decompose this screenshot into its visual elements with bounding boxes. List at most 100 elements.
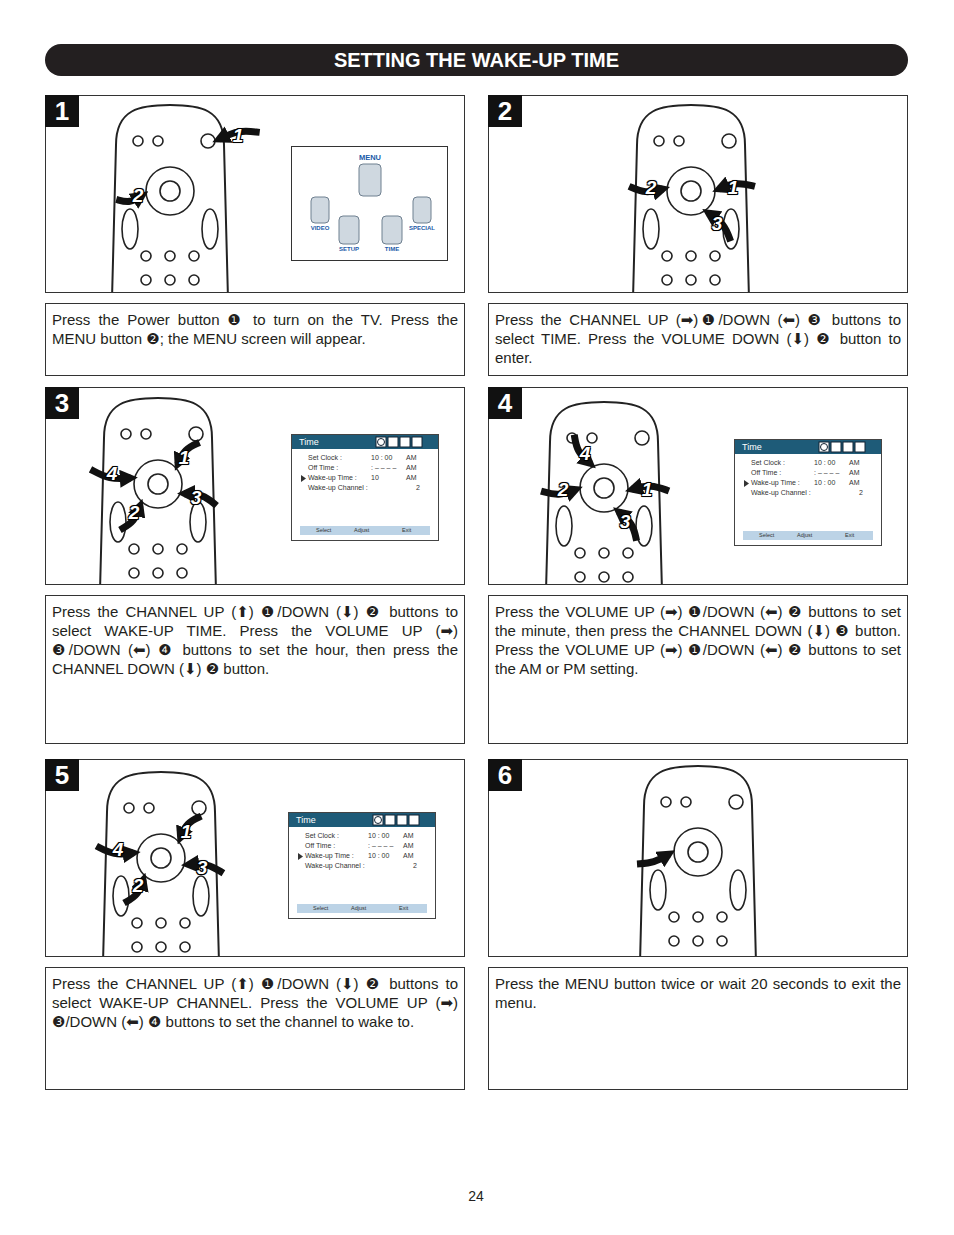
screen-text: AM bbox=[406, 474, 417, 482]
screen-text: 10 : 00 bbox=[814, 479, 835, 487]
remote-button bbox=[141, 429, 151, 439]
menu-item: SETUP bbox=[339, 246, 359, 252]
screen-text: AM bbox=[403, 842, 414, 850]
header-icon bbox=[388, 437, 398, 447]
header-icon bbox=[376, 437, 386, 447]
remote-button bbox=[129, 568, 139, 578]
panel-illustration bbox=[489, 760, 907, 956]
callout-number: 2 bbox=[133, 875, 144, 897]
screen-text: : – – – – bbox=[814, 469, 839, 477]
screen-footer bbox=[297, 904, 427, 913]
remote-button bbox=[710, 275, 720, 285]
screen-text: 10 : 00 bbox=[371, 454, 392, 462]
screen-text: Adjust bbox=[351, 905, 366, 912]
remote-button bbox=[121, 429, 131, 439]
screen-text: Time bbox=[299, 437, 319, 448]
step-panel: 3TimeSet Clock :10 : 00AMOff Time :: – –… bbox=[45, 387, 465, 585]
title-band: SETTING THE WAKE-UP TIME bbox=[45, 44, 908, 76]
instruction-box: Press the CHANNEL UP (⬆) ❶/DOWN (⬇) ❷ bu… bbox=[45, 595, 465, 744]
remote-button bbox=[599, 548, 609, 558]
header-icon bbox=[385, 815, 395, 825]
remote-button bbox=[132, 918, 142, 928]
remote-button bbox=[717, 912, 727, 922]
remote-button bbox=[575, 548, 585, 558]
remote-button bbox=[575, 572, 585, 582]
screen-text: Exit bbox=[845, 532, 854, 539]
screen-text: Off Time : bbox=[308, 464, 338, 472]
screen-text: Exit bbox=[402, 527, 411, 534]
remote-button bbox=[134, 460, 182, 508]
callout-number: 3 bbox=[191, 487, 202, 509]
remote-button bbox=[180, 918, 190, 928]
remote-button bbox=[623, 548, 633, 558]
remote-button bbox=[654, 136, 664, 146]
time-screen: TimeSet Clock :10 : 00AMOff Time :: – – … bbox=[734, 439, 882, 546]
remote-button bbox=[129, 544, 139, 554]
page-title: SETTING THE WAKE-UP TIME bbox=[334, 49, 619, 72]
header-icon bbox=[397, 815, 407, 825]
remote-control bbox=[546, 402, 662, 584]
screen-text: Select bbox=[316, 527, 331, 534]
row-pointer bbox=[301, 475, 306, 482]
menu-icons bbox=[292, 147, 447, 260]
remote-button bbox=[124, 803, 134, 813]
remote-button bbox=[599, 572, 609, 582]
header-icon bbox=[831, 442, 841, 452]
step-panel: 4 TimeSet Clock :10 : 00AMOff Time :: – –… bbox=[488, 387, 908, 585]
remote-rocker bbox=[730, 870, 746, 910]
remote-button bbox=[688, 842, 708, 862]
remote-button bbox=[165, 251, 175, 261]
step-badge: 5 bbox=[45, 759, 79, 791]
screen-text: Set Clock : bbox=[305, 832, 339, 840]
header-icon bbox=[409, 815, 419, 825]
callout-number: 2 bbox=[129, 502, 140, 524]
screen-header bbox=[289, 813, 435, 827]
remote-button bbox=[587, 433, 597, 443]
callout-number: 1 bbox=[181, 821, 192, 843]
row-pointer bbox=[744, 480, 749, 487]
header-icon bbox=[843, 442, 853, 452]
callout-number: 1 bbox=[728, 177, 739, 199]
instruction-text: Press the Power button ❶ to turn on the … bbox=[52, 310, 458, 348]
screen-text: Wake-up Time : bbox=[751, 479, 800, 487]
remote-button bbox=[717, 936, 727, 946]
header-icon bbox=[855, 442, 865, 452]
remote-button bbox=[693, 936, 703, 946]
remote-button bbox=[160, 181, 180, 201]
step-badge: 3 bbox=[45, 387, 79, 419]
instruction-box: Press the MENU button twice or wait 20 s… bbox=[488, 967, 908, 1090]
header-icon bbox=[373, 815, 383, 825]
menu-icon bbox=[359, 164, 381, 196]
remote-button bbox=[686, 275, 696, 285]
remote-button bbox=[153, 544, 163, 554]
remote-button bbox=[729, 795, 743, 809]
menu-item: MENU bbox=[359, 153, 381, 162]
callout-arrow bbox=[637, 854, 669, 864]
remote-body bbox=[103, 772, 219, 956]
step-badge: 6 bbox=[488, 759, 522, 791]
remote-button bbox=[189, 251, 199, 261]
callout-number: 4 bbox=[580, 443, 591, 465]
remote-button bbox=[662, 275, 672, 285]
header-icon bbox=[400, 437, 410, 447]
remote-control bbox=[100, 398, 216, 584]
callout-arrow bbox=[708, 213, 730, 241]
callout-number: 2 bbox=[133, 185, 144, 207]
screen-text: AM bbox=[403, 852, 414, 860]
remote-button bbox=[146, 167, 194, 215]
remote-button bbox=[192, 801, 206, 815]
remote-button bbox=[662, 251, 672, 261]
remote-button bbox=[710, 251, 720, 261]
clock-icon bbox=[378, 439, 385, 446]
instruction-box: Press the CHANNEL UP (➡)❶/DOWN (⬅) ❸ but… bbox=[488, 303, 908, 376]
step-panel: 2213 bbox=[488, 95, 908, 293]
menu-item: SPECIAL bbox=[409, 225, 435, 231]
remote-rocker bbox=[122, 209, 138, 249]
remote-button bbox=[137, 834, 185, 882]
screen-text: AM bbox=[403, 832, 414, 840]
screen-text: Wake-up Channel : bbox=[308, 484, 368, 492]
screen-text: 2 bbox=[413, 862, 417, 870]
remote-button bbox=[144, 803, 154, 813]
screen-text: Select bbox=[313, 905, 328, 912]
callout-number: 4 bbox=[113, 839, 124, 861]
